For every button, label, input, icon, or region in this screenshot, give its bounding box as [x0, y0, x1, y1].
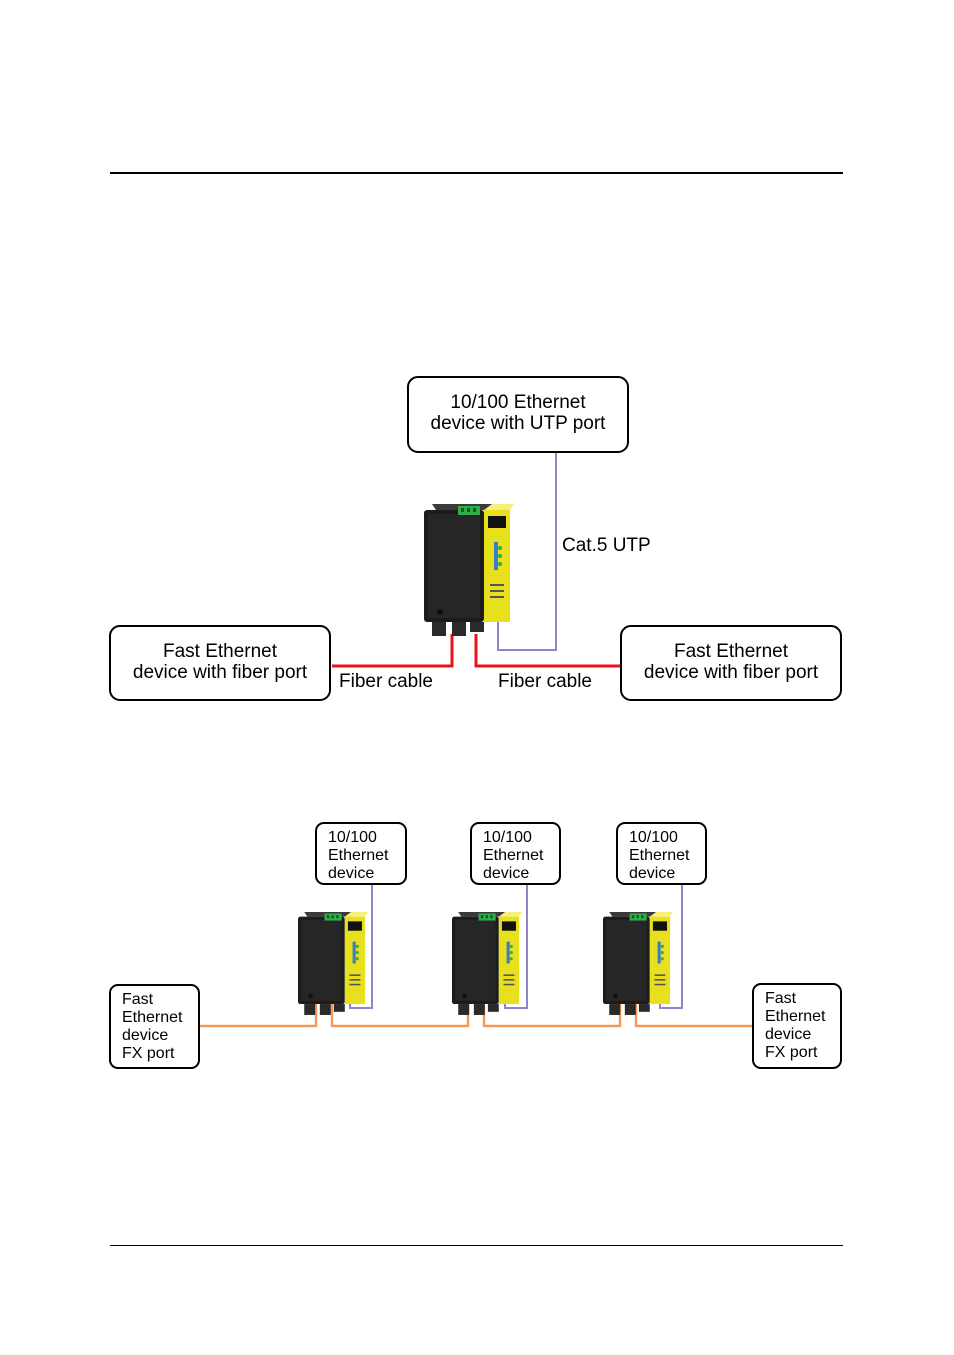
fiber-device-left-line-2: device with fiber port	[133, 662, 308, 683]
ethernet-device-1-line-3: device	[328, 865, 374, 882]
ethernet-device-box-1: 10/100 Ethernet device	[315, 822, 407, 885]
fx-device-right-line-2: Ethernet	[765, 1008, 826, 1025]
fx-device-right-line-1: Fast	[765, 990, 797, 1007]
fx-device-left-line-2: Ethernet	[122, 1009, 183, 1026]
fx-device-right-box: Fast Ethernet device FX port	[752, 983, 842, 1069]
media-converter-icon	[452, 912, 523, 1015]
ethernet-device-2-line-3: device	[483, 865, 529, 882]
fiber-cable-label-right: Fiber cable	[498, 671, 592, 692]
fx-device-left-box: Fast Ethernet device FX port	[109, 984, 200, 1069]
fx-device-left-line-3: device	[122, 1027, 168, 1044]
fx-cable-4	[634, 998, 752, 1028]
ethernet-device-1-line-2: Ethernet	[328, 847, 389, 864]
ethernet-device-2-line-1: 10/100	[483, 829, 532, 846]
utp-cable-label: Cat.5 UTP	[562, 535, 651, 556]
fiber-cable-right	[474, 634, 620, 668]
footer-rule	[110, 1245, 843, 1246]
media-converter-icon	[603, 912, 674, 1015]
ethernet-device-2-line-2: Ethernet	[483, 847, 544, 864]
fiber-cable-label-left: Fiber cable	[339, 671, 433, 692]
ethernet-device-3-line-2: Ethernet	[629, 847, 690, 864]
fiber-device-left-box: Fast Ethernet device with fiber port	[109, 625, 331, 701]
media-converter-icon	[424, 504, 514, 636]
fx-device-right-line-4: FX port	[765, 1044, 818, 1061]
fx-cable-1	[200, 998, 318, 1028]
utp-device-line-2: device with UTP port	[431, 413, 607, 434]
utp-device-line-1: 10/100 Ethernet	[450, 392, 586, 413]
fiber-device-left-line-1: Fast Ethernet	[163, 641, 278, 662]
ethernet-device-1-line-1: 10/100	[328, 829, 377, 846]
ethernet-device-3-line-1: 10/100	[629, 829, 678, 846]
media-converter-icon	[298, 912, 369, 1015]
fx-device-left-line-1: Fast	[122, 991, 154, 1008]
fiber-device-right-box: Fast Ethernet device with fiber port	[620, 625, 842, 701]
fiber-device-right-line-1: Fast Ethernet	[674, 641, 789, 662]
ethernet-device-box-2: 10/100 Ethernet device	[470, 822, 561, 885]
fiber-device-right-line-2: device with fiber port	[644, 662, 819, 683]
utp-device-box: 10/100 Ethernet device with UTP port	[407, 376, 629, 453]
header-rule	[110, 172, 843, 174]
fiber-cable-left	[332, 634, 454, 668]
ethernet-device-3-line-3: device	[629, 865, 675, 882]
fx-device-right-line-3: device	[765, 1026, 811, 1043]
fx-device-left-line-4: FX port	[122, 1045, 175, 1062]
ethernet-device-box-3: 10/100 Ethernet device	[616, 822, 707, 885]
utp-cable	[497, 452, 557, 651]
